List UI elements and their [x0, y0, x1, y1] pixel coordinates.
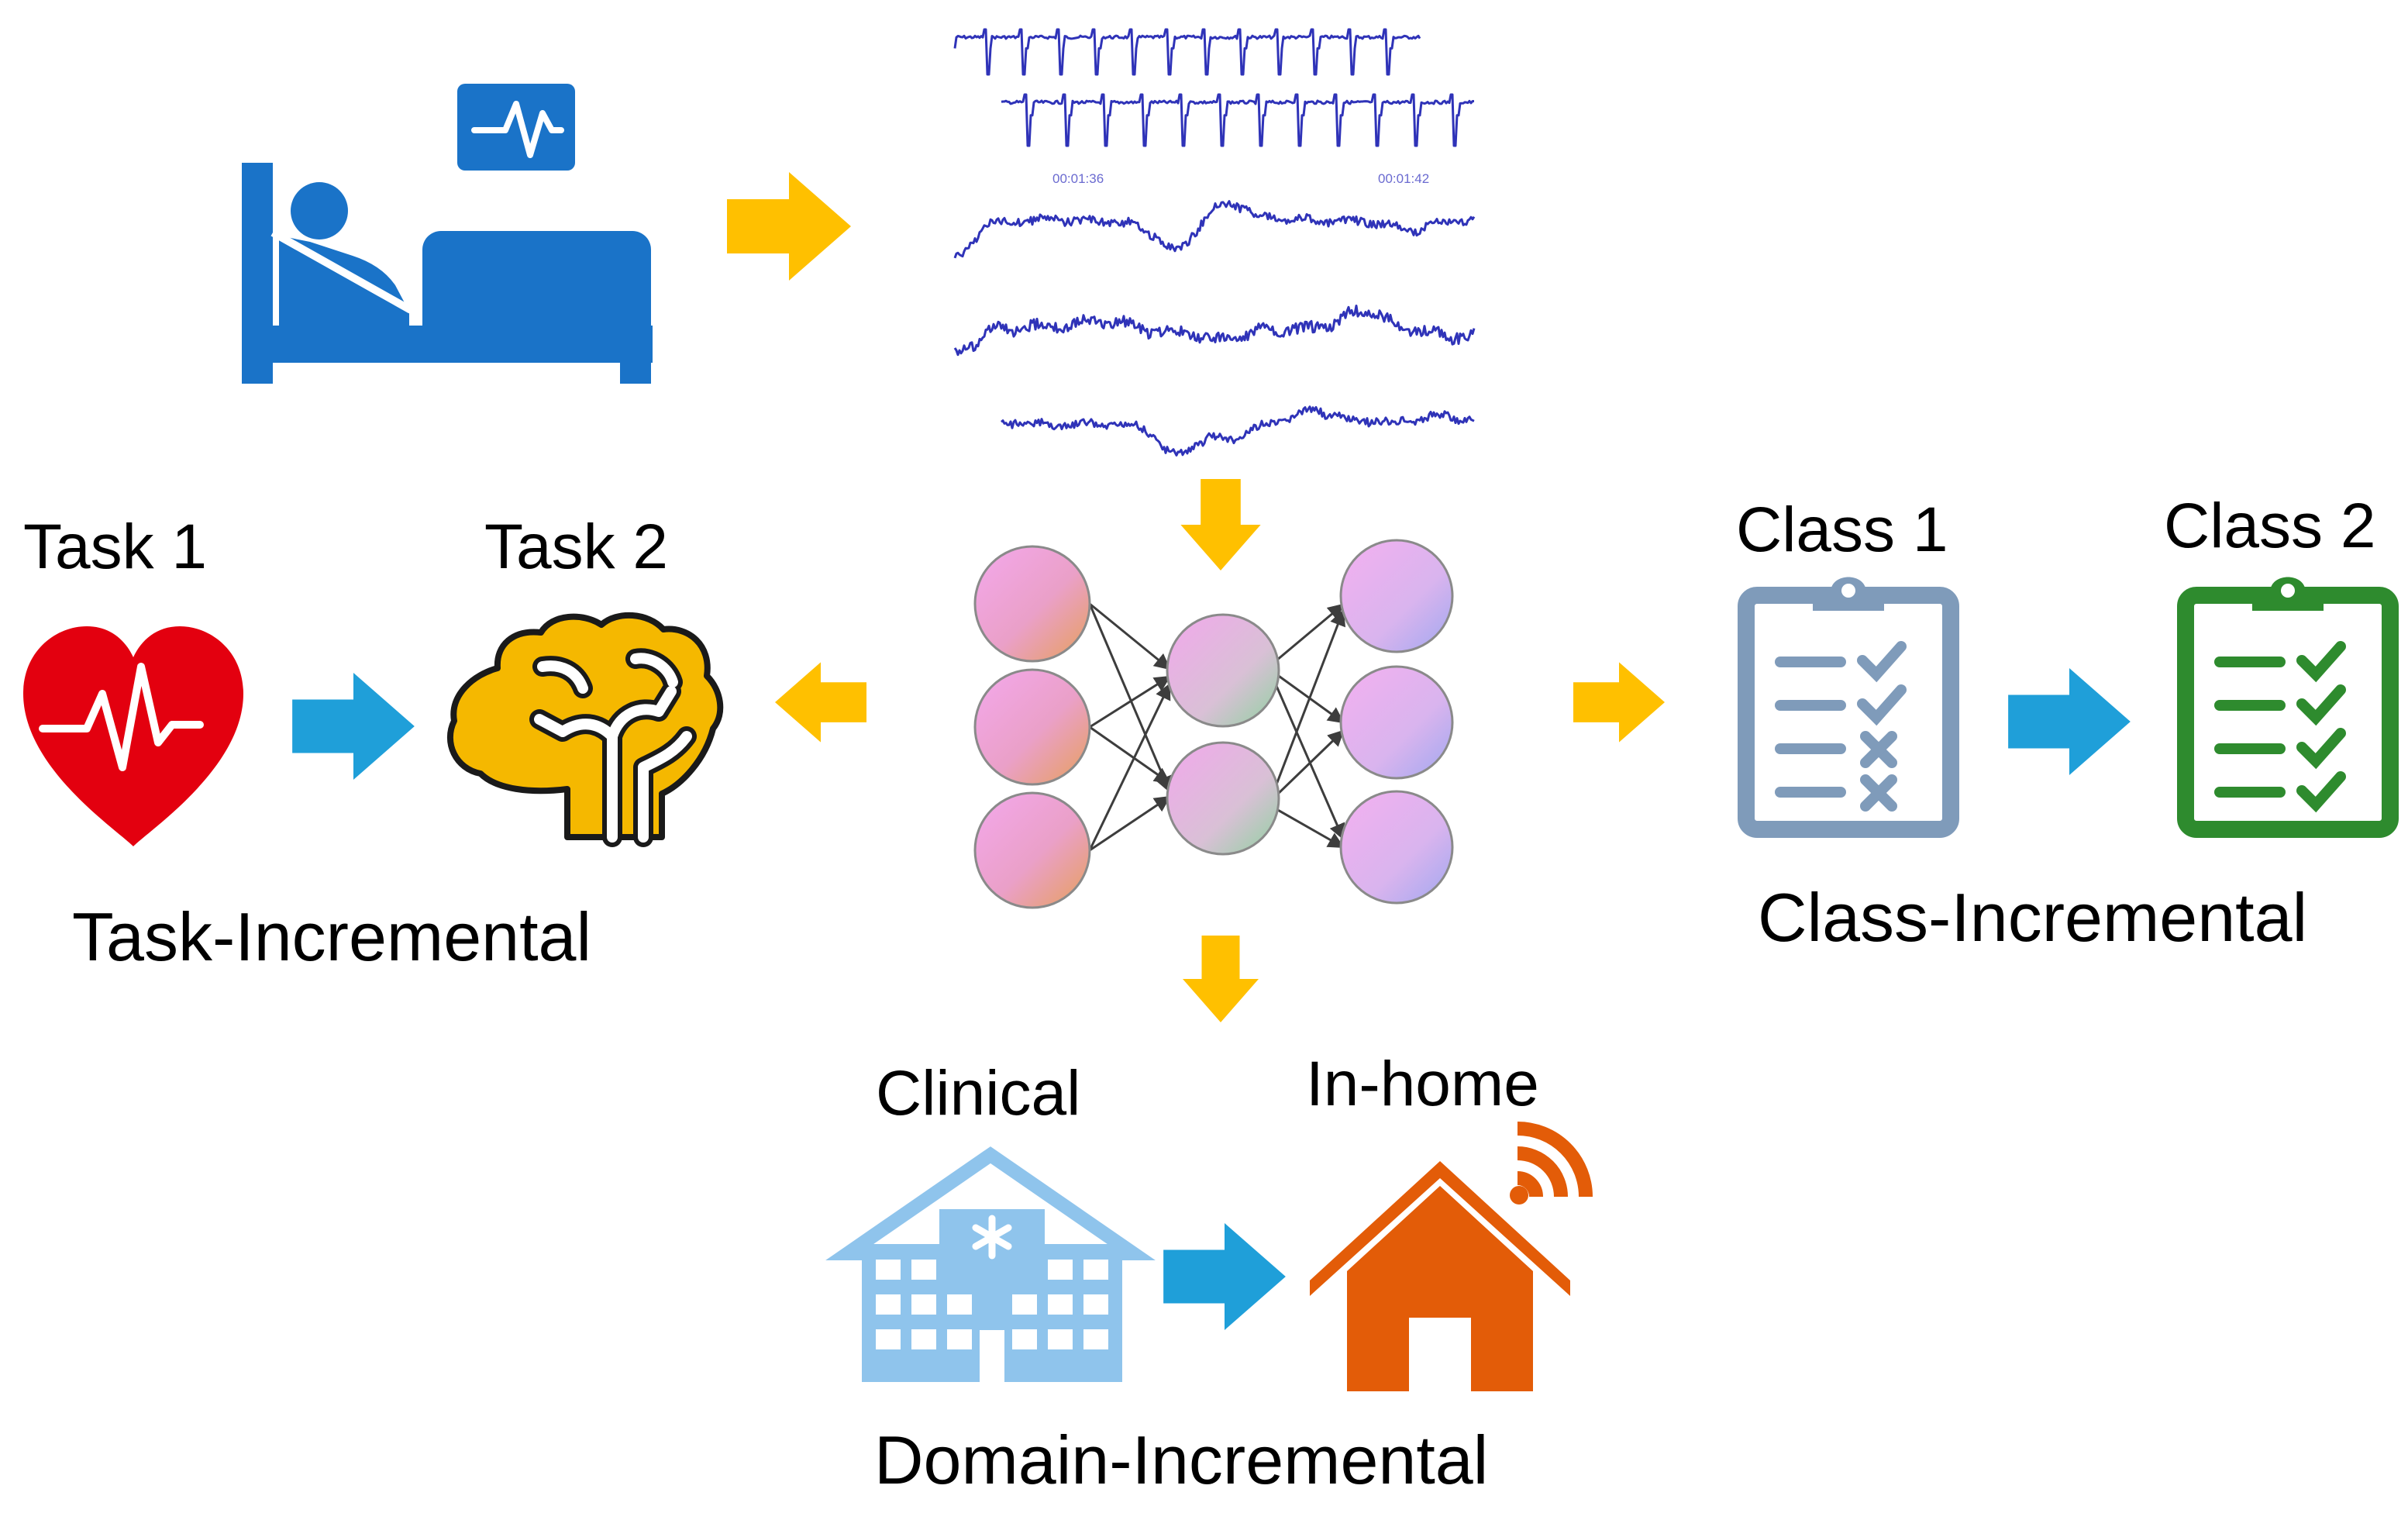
clinical-label: Clinical	[876, 1058, 1081, 1129]
waveform-ecg-1	[953, 28, 1421, 76]
neural-network-icon	[973, 539, 1454, 909]
clipboard-checklist-icon	[1738, 577, 1959, 838]
output-node	[1339, 665, 1454, 780]
waveform-eeg-1	[953, 200, 1476, 259]
network-connections	[1088, 602, 1346, 852]
hidden-node	[1166, 741, 1280, 856]
arrow-clinical-to-home-icon	[1163, 1223, 1286, 1330]
arrow-to-network-icon	[1180, 479, 1261, 570]
task-incremental-label: Task-Incremental	[72, 898, 592, 975]
arrow-to-signals-icon	[727, 172, 851, 281]
input-node	[973, 668, 1091, 786]
patient-in-bed-with-monitor-icon	[242, 84, 653, 384]
biosignal-waveforms: 00:01:36 00:01:42	[953, 28, 1476, 457]
timestamp-end: 00:01:42	[1378, 171, 1429, 186]
clipboard-checklist-icon	[2177, 577, 2399, 838]
brain-icon	[446, 612, 724, 847]
output-node	[1339, 790, 1454, 905]
arrow-class1-to-class2-icon	[2008, 668, 2131, 775]
waveform-ecg-2	[1001, 93, 1475, 147]
bed-diagonal-line	[270, 229, 413, 314]
arrow-to-class-incremental-icon	[1573, 662, 1665, 743]
task2-label: Task 2	[484, 512, 668, 582]
domain-incremental-label: Domain-Incremental	[874, 1422, 1489, 1498]
timestamp-start: 00:01:36	[1052, 171, 1104, 186]
input-node	[973, 545, 1091, 663]
input-node	[973, 791, 1091, 909]
arrow-to-task-incremental-icon	[775, 662, 866, 743]
output-node	[1339, 539, 1454, 653]
waveform-eeg-3	[1001, 405, 1475, 457]
hospital-icon	[825, 1146, 1156, 1382]
class1-label: Class 1	[1736, 495, 1948, 565]
smart-home-icon	[1310, 1122, 1593, 1391]
waveform-eeg-2	[953, 305, 1476, 357]
class2-label: Class 2	[2164, 491, 2376, 561]
arrow-to-domain-incremental-icon	[1183, 936, 1259, 1022]
hidden-node	[1166, 613, 1280, 728]
arrow-task1-to-task2-icon	[292, 673, 415, 780]
task1-label: Task 1	[23, 512, 207, 582]
in-home-label: In-home	[1306, 1049, 1539, 1119]
heart-ecg-icon	[23, 626, 243, 846]
class-incremental-label: Class-Incremental	[1758, 879, 2308, 956]
